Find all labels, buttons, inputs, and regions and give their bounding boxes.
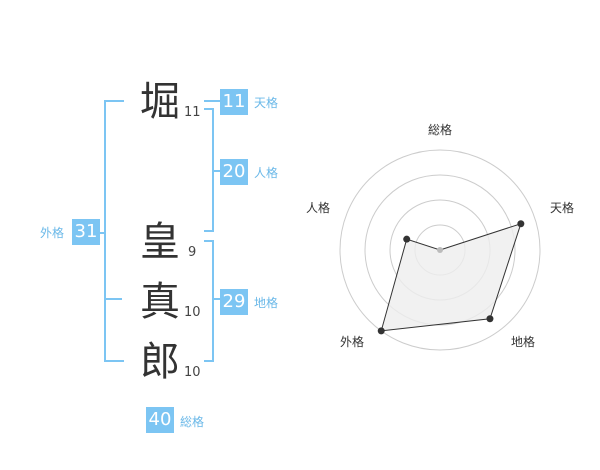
kanji-2-strokes: 9 — [188, 245, 197, 260]
radar-label-tenkaku: 天格 — [549, 201, 575, 215]
soukaku-label: 総格 — [180, 415, 205, 429]
kanji-4: 郎 — [140, 339, 180, 385]
kanji-1-strokes: 11 — [184, 105, 201, 120]
kanji-1: 堀 — [140, 79, 180, 125]
jinkaku-badge: 20 — [220, 159, 248, 185]
radar-point-2 — [486, 315, 494, 323]
soukaku-badge: 40 — [146, 407, 174, 433]
chikaku-badge: 29 — [220, 289, 248, 315]
radar-point-3 — [377, 327, 385, 335]
gaikaku-badge: 31 — [72, 219, 100, 245]
radar-label-chikaku: 地格 — [510, 335, 536, 349]
radar-center-point — [437, 247, 443, 253]
gaikaku-label: 外格 — [40, 226, 65, 240]
tenkaku-tick — [204, 100, 220, 102]
gaikaku-bracket-mid — [104, 298, 122, 300]
chikaku-label: 地格 — [254, 296, 279, 310]
radar-label-gaikaku: 外格 — [339, 335, 365, 349]
chikaku-bracket — [204, 240, 214, 362]
tenkaku-label: 天格 — [254, 96, 279, 110]
gaikaku-bracket — [104, 100, 124, 362]
radar-label-jinkaku: 人格 — [305, 201, 331, 215]
kanji-4-strokes: 10 — [184, 365, 201, 380]
gaikaku-bracket-tick — [98, 232, 104, 234]
tenkaku-badge: 11 — [220, 89, 248, 115]
jinkaku-bracket-tick — [214, 170, 220, 172]
kanji-3-strokes: 10 — [184, 305, 201, 320]
radar-grid-ring-3 — [364, 174, 516, 326]
jinkaku-bracket — [204, 108, 214, 232]
radar-point-1 — [517, 220, 525, 228]
radar-point-4 — [403, 235, 411, 243]
jinkaku-label: 人格 — [254, 166, 279, 180]
radar-label-soukaku: 総格 — [427, 123, 453, 137]
radar-grid-ring-4 — [339, 149, 541, 351]
kanji-2: 皇 — [140, 219, 180, 265]
chikaku-bracket-tick — [214, 298, 220, 300]
radar-polygon — [380, 222, 522, 332]
kanji-3: 真 — [140, 279, 180, 325]
